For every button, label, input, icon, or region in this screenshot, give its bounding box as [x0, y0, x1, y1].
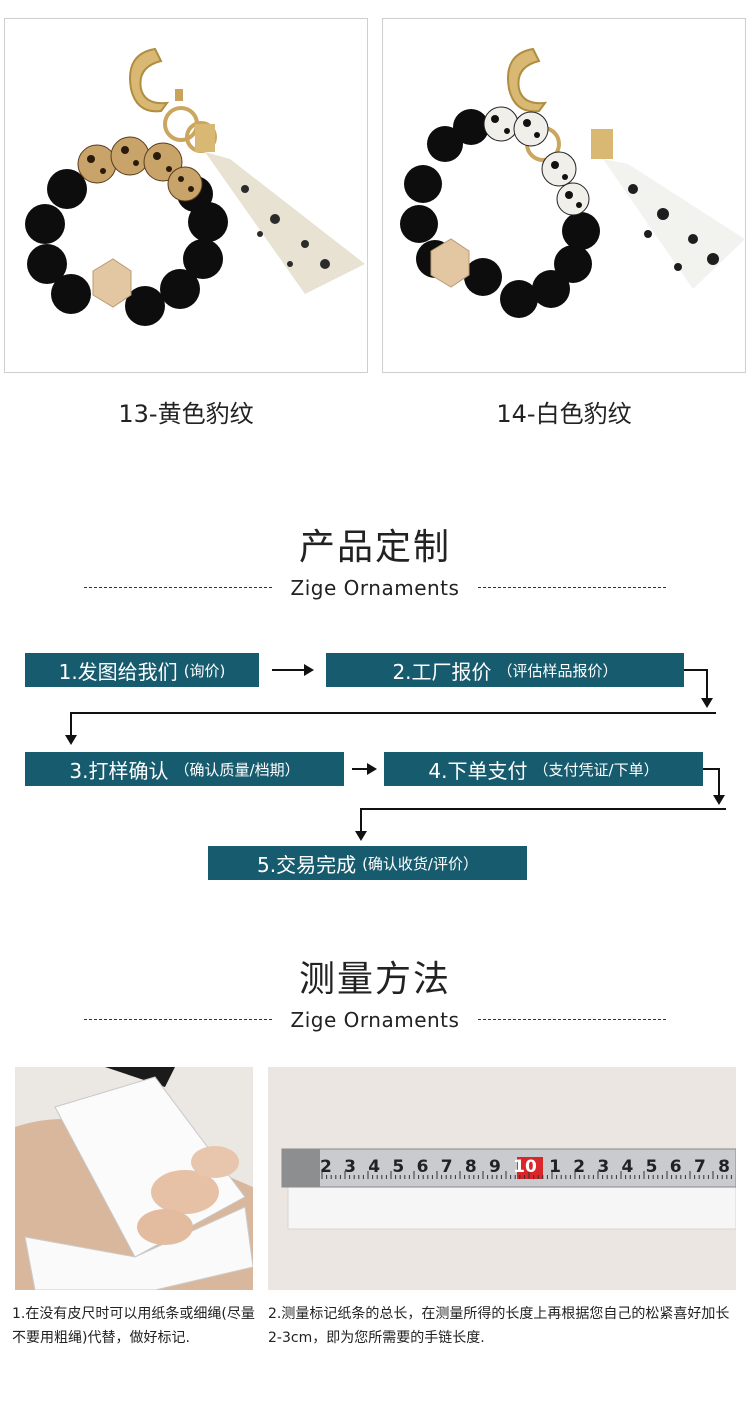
flow-connector [70, 712, 716, 714]
dashed-divider-left [84, 587, 272, 588]
step-label: 2.工厂报价 [392, 659, 492, 684]
ruler-measure-photo: 2 3 4 5 6 7 8 9 10 1 2 3 4 5 6 7 8 [268, 1067, 736, 1290]
measure-subtitle-row: Zige Ornaments [84, 1008, 666, 1032]
dashed-divider-left [84, 1019, 272, 1020]
wrist-paper-strip-photo [15, 1067, 253, 1290]
step-note: （评估样品报价） [497, 661, 618, 680]
step-note: (确认收货/评价） [362, 854, 478, 873]
arrow-right-icon [304, 664, 314, 676]
dashed-divider-right [478, 587, 666, 588]
ruler-number: 5 [392, 1157, 405, 1177]
step-note: (询价) [183, 661, 226, 680]
product-card-yellow-leopard[interactable] [4, 18, 368, 373]
flow-connector [718, 768, 720, 796]
step-note: （确认质量/档期） [174, 760, 300, 779]
ruler-number: 4 [368, 1157, 381, 1177]
product-caption-white-leopard: 14-白色豹纹 [496, 400, 632, 428]
step-label: 5.交易完成 [256, 852, 357, 877]
ruler-number: 6 [669, 1157, 682, 1177]
flow-connector [360, 808, 362, 832]
ruler-number: 8 [718, 1157, 730, 1177]
step-order-payment: 4.下单支付 （支付凭证/下单） [384, 752, 703, 786]
arrow-down-icon [65, 735, 77, 745]
ruler-number: 7 [693, 1157, 706, 1177]
arrow-down-icon [701, 698, 713, 708]
ruler-number: 6 [416, 1157, 429, 1177]
ruler-image [268, 1067, 736, 1290]
customize-subtitle: Zige Ornaments [290, 576, 460, 600]
customize-title: 产品定制 [298, 527, 451, 568]
product-image-yellow-leopard [25, 47, 365, 326]
step-transaction-complete: 5.交易完成 (确认收货/评价） [208, 846, 527, 880]
measure-note-1: 1.在没有皮尺时可以用纸条或细绳(尽量不要用粗绳)代替，做好标记. [12, 1306, 255, 1346]
arrow-down-icon [355, 831, 367, 841]
product-card-white-leopard[interactable] [382, 18, 746, 373]
flow-connector [706, 669, 708, 699]
ruler-number: 9 [488, 1157, 501, 1177]
flow-connector [684, 669, 707, 671]
flow-arrow-line [272, 669, 306, 671]
step-label: 1.发图给我们 [58, 659, 178, 684]
step-note: （支付凭证/下单） [533, 760, 659, 779]
ruler-number: 1 [549, 1157, 561, 1177]
flow-arrow-line [352, 768, 368, 770]
flow-connector [360, 808, 726, 810]
ruler-number: 3 [344, 1157, 356, 1177]
measure-note-2: 2.测量标记纸条的总长，在测量所得的长度上再根据您自己的松紧喜好加长2-3cm，… [268, 1306, 730, 1346]
step-send-image: 1.发图给我们 (询价) [25, 653, 259, 687]
arrow-down-icon [713, 795, 725, 805]
flow-connector [70, 712, 72, 736]
step-label: 3.打样确认 [69, 758, 169, 783]
product-caption-yellow-leopard: 13-黄色豹纹 [118, 400, 254, 428]
ruler-number: 5 [645, 1157, 658, 1177]
ruler-number: 7 [440, 1157, 453, 1177]
step-sample-confirm: 3.打样确认 （确认质量/档期） [25, 752, 344, 786]
arrow-right-icon [367, 763, 377, 775]
customize-subtitle-row: Zige Ornaments [84, 576, 666, 600]
dashed-divider-right [478, 1019, 666, 1020]
measure-title: 测量方法 [298, 959, 451, 1000]
ruler-number: 8 [464, 1157, 477, 1177]
ruler-number: 3 [597, 1157, 610, 1177]
ruler-number: 10 [513, 1157, 537, 1177]
ruler-number: 4 [621, 1157, 634, 1177]
ruler-number-row: 2 3 4 5 6 7 8 9 10 1 2 3 4 5 6 7 8 [320, 1157, 730, 1179]
wrist-image [15, 1067, 253, 1290]
ruler-number: 2 [320, 1157, 332, 1177]
step-factory-quote: 2.工厂报价 （评估样品报价） [326, 653, 684, 687]
product-image-white-leopard [400, 47, 745, 318]
step-label: 4.下单支付 [428, 758, 528, 783]
flow-connector [703, 768, 719, 770]
ruler-number: 2 [573, 1157, 586, 1177]
measure-subtitle: Zige Ornaments [290, 1008, 460, 1032]
